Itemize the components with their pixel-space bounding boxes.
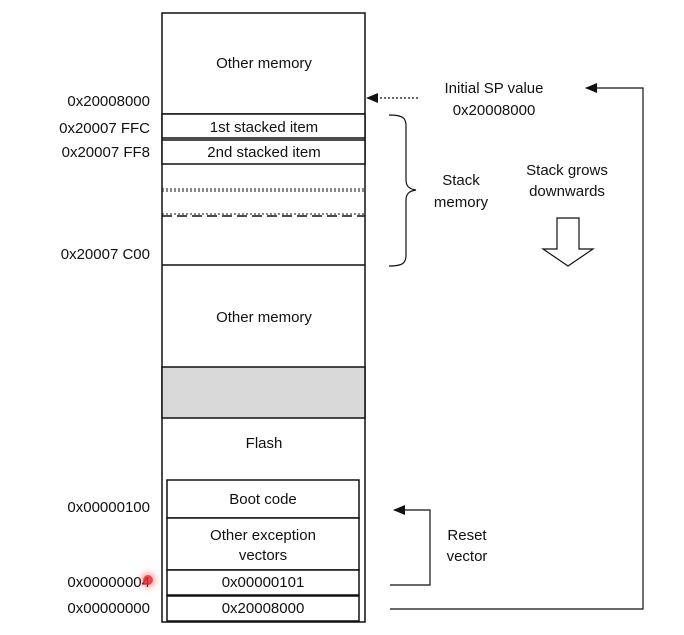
region-initial-sp-entry: 0x20008000: [222, 600, 305, 617]
address-00000000: 0x00000000: [67, 600, 150, 617]
region-stacked-item-2: 2nd stacked item: [207, 144, 320, 161]
cursor-indicator: [143, 575, 153, 585]
address-20007FF8: 0x20007 FF8: [62, 144, 150, 161]
address-00000100: 0x00000100: [67, 499, 150, 516]
region-reset-vector-entry: 0x00000101: [222, 574, 305, 591]
address-20007FFC: 0x20007 FFC: [59, 120, 150, 137]
stack-memory-label-line1: Stack: [442, 172, 480, 189]
region-other-memory-mid: Other memory: [216, 309, 312, 326]
stack-memory-brace: [388, 114, 417, 267]
region-other-exception-vectors-line1: Other exception: [210, 527, 316, 544]
address-20007C00: 0x20007 C00: [61, 246, 150, 263]
unmapped-gap-region: [161, 366, 366, 419]
region-other-exception-vectors-line2: vectors: [239, 547, 287, 564]
initial-sp-fetch-arrow: [390, 83, 644, 610]
reset-vector-arrow: [390, 505, 431, 586]
initial-sp-entry-box: [166, 595, 360, 622]
reset-vector-label-line2: vector: [447, 548, 488, 565]
reset-vector-label-line1: Reset: [447, 527, 487, 544]
initial-sp-label-line1: Initial SP value: [445, 80, 544, 97]
region-other-memory-top: Other memory: [216, 55, 312, 72]
region-boot-code: Boot code: [229, 491, 297, 508]
address-00000004: 0x00000004: [67, 574, 150, 591]
memory-column: [161, 12, 366, 623]
region-stacked-item-1: 1st stacked item: [210, 119, 318, 136]
stack-grows-label-line1: Stack grows: [526, 162, 608, 179]
initial-sp-label-line2: 0x20008000: [453, 102, 536, 119]
boot-code-box: [166, 479, 360, 519]
grows-downward-arrow-icon: [541, 217, 595, 267]
empty-stack-slots: [162, 163, 365, 215]
stack-grows-label-line2: downwards: [529, 183, 605, 200]
stack-memory-label-line2: memory: [434, 194, 489, 211]
other-exception-vectors-box: [166, 517, 360, 571]
address-20008000: 0x20008000: [67, 93, 150, 110]
reset-vector-entry-box: [166, 569, 360, 596]
region-flash: Flash: [246, 435, 283, 452]
stacked-item-2-box: [161, 139, 366, 165]
stacked-item-1-box: [161, 113, 366, 139]
